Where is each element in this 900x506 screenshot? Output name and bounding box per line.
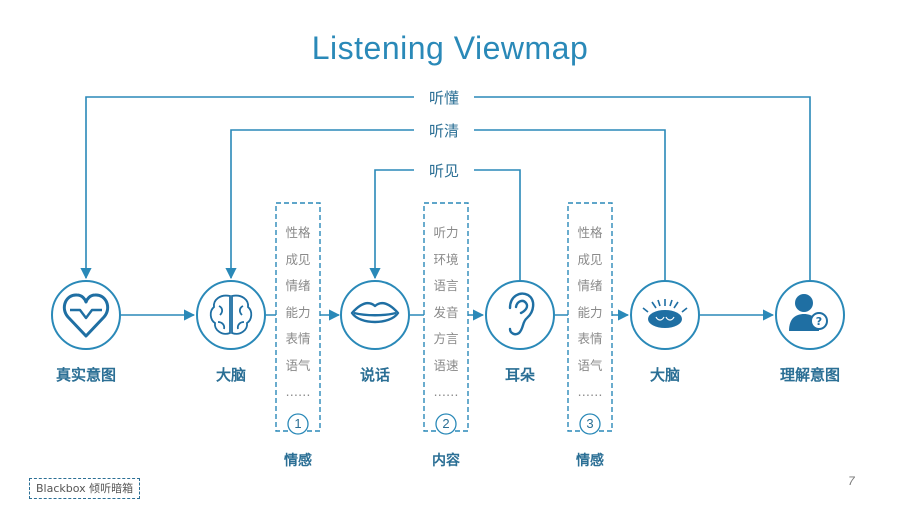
factor-item: 发音 [433, 304, 459, 320]
footer-tag: Blackbox 倾听暗箱 [29, 478, 141, 499]
node-label-6: 理解意图 [779, 367, 840, 384]
ear-icon [508, 292, 535, 336]
node-label-4: 耳朵 [504, 367, 535, 384]
factor-item: …… [433, 384, 459, 399]
factor-item: 语气 [577, 357, 603, 373]
box-label-3: 情感 [576, 452, 604, 468]
factor-item: 听力 [433, 225, 459, 240]
box-number-circle-2 [435, 413, 457, 435]
node-label-5: 大脑 [649, 367, 680, 384]
page-title: Listening Viewmap [311, 30, 589, 66]
factor-item: 方言 [433, 331, 459, 346]
factor-item: 性格 [285, 225, 311, 240]
box-label-1: 情感 [284, 452, 312, 468]
box-number-2: 2 [442, 416, 450, 431]
box-label-2: 内容 [432, 452, 460, 468]
box-number-1: 1 [294, 416, 302, 431]
factor-box-3 [567, 202, 613, 432]
factor-item: 性格 [577, 225, 603, 240]
node-label-2: 大脑 [215, 367, 246, 384]
factor-item: 成见 [285, 251, 311, 267]
factor-item: 成见 [577, 251, 603, 267]
factor-item: 表情 [577, 331, 603, 346]
factor-item: 能力 [285, 304, 311, 320]
factor-item: 环境 [433, 251, 459, 267]
factor-item: 语气 [285, 357, 311, 373]
factor-list-1: 性格 成见 情绪 能力 表情 语气 …… [277, 220, 319, 406]
node-label-1: 真实意图 [55, 367, 116, 384]
person-question-icon: ? [789, 294, 828, 331]
node-person: ? [775, 280, 845, 350]
brain-active-icon [642, 299, 688, 328]
node-label-3: 说话 [359, 367, 390, 384]
factor-item: …… [285, 384, 311, 399]
svg-text:?: ? [816, 315, 822, 328]
node-brain-active [630, 280, 700, 350]
box-number-circle-1 [287, 413, 309, 435]
page-number: 7 [848, 474, 855, 488]
factor-item: 语言 [433, 278, 459, 293]
factor-box-1 [275, 202, 321, 432]
factor-item: 语速 [433, 357, 459, 373]
node-lips [340, 280, 410, 350]
loop-label-middle: 听清 [414, 120, 474, 141]
heart-icon [62, 293, 110, 338]
factor-list-3: 性格 成见 情绪 能力 表情 语气 …… [569, 220, 611, 406]
lips-icon [350, 302, 400, 324]
box-number-3: 3 [586, 416, 594, 431]
node-ear [485, 280, 555, 350]
factor-box-2 [423, 202, 469, 432]
node-heart [51, 280, 121, 350]
factor-item: 情绪 [577, 278, 603, 293]
brain-icon [209, 294, 253, 335]
factor-item: 表情 [285, 331, 311, 346]
node-brain [196, 280, 266, 350]
factor-list-2: 听力 环境 语言 发音 方言 语速 …… [425, 220, 467, 406]
factor-item: 情绪 [285, 278, 311, 293]
factor-item: 能力 [577, 304, 603, 320]
box-number-circle-3 [579, 413, 601, 435]
loop-label-outer: 听懂 [414, 87, 474, 108]
loop-label-inner: 听见 [414, 160, 474, 181]
factor-item: …… [577, 384, 603, 399]
